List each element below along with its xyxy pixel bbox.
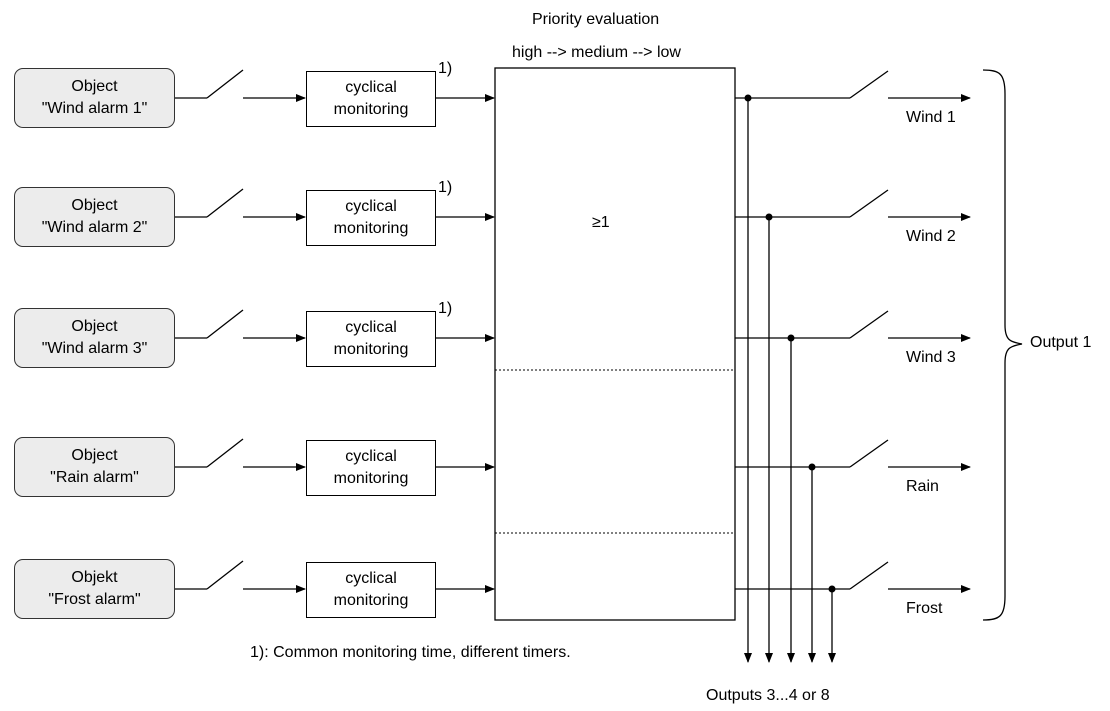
monitor-label-line2: monitoring <box>333 101 409 118</box>
output-switch-contact <box>849 70 889 99</box>
object-box: Object "Wind alarm 1" <box>14 68 175 128</box>
monitor-label-line1: cyclical <box>345 79 397 96</box>
output-switch-contact <box>849 561 889 590</box>
object-box: Objekt "Frost alarm" <box>14 559 175 619</box>
or-gate-label: ≥1 <box>592 214 610 231</box>
cyclical-monitoring-box: cyclical monitoring <box>306 311 436 367</box>
footnote-marker: 1) <box>438 60 453 77</box>
monitor-label-line2: monitoring <box>333 220 409 237</box>
object-label: Object <box>71 78 118 95</box>
object-name: "Frost alarm" <box>48 591 141 608</box>
monitor-label-line2: monitoring <box>333 592 409 609</box>
output-label: Wind 2 <box>906 228 956 245</box>
output-group-label: Output 1 <box>1030 334 1092 351</box>
output-label: Wind 3 <box>906 349 956 366</box>
priority-evaluation-block <box>494 67 736 621</box>
input-switch-contact <box>206 69 244 99</box>
monitor-label-line2: monitoring <box>333 341 409 358</box>
input-switch-contact <box>206 188 244 218</box>
bottom-outputs-label: Outputs 3...4 or 8 <box>706 687 830 704</box>
priority-evaluation-title: Priority evaluation <box>532 11 660 28</box>
cyclical-monitoring-box: cyclical monitoring <box>306 190 436 246</box>
footnote-marker: 1) <box>438 179 453 196</box>
object-box: Object "Wind alarm 3" <box>14 308 175 368</box>
input-switch-contact <box>206 309 244 339</box>
monitor-label-line2: monitoring <box>333 470 409 487</box>
output-label: Wind 1 <box>906 109 956 126</box>
monitor-label-line1: cyclical <box>345 570 397 587</box>
output-group-brace <box>982 69 1023 621</box>
output-switch-contact <box>849 310 889 339</box>
input-switch-contact <box>206 560 244 590</box>
object-box: Object "Rain alarm" <box>14 437 175 497</box>
monitor-label-line1: cyclical <box>345 448 397 465</box>
object-name: "Wind alarm 1" <box>41 100 148 117</box>
footnote-marker: 1) <box>438 300 453 317</box>
output-label: Frost <box>906 600 943 617</box>
monitor-label-line1: cyclical <box>345 198 397 215</box>
object-label: Object <box>71 318 118 335</box>
cyclical-monitoring-box: cyclical monitoring <box>306 71 436 127</box>
cyclical-monitoring-box: cyclical monitoring <box>306 562 436 618</box>
object-label: Objekt <box>71 569 118 586</box>
monitor-label-line1: cyclical <box>345 319 397 336</box>
cyclical-monitoring-box: cyclical monitoring <box>306 440 436 496</box>
object-label: Object <box>71 447 118 464</box>
output-switch-contact <box>849 439 889 468</box>
output-label: Rain <box>906 478 939 495</box>
object-label: Object <box>71 197 118 214</box>
priority-order-label: high --> medium --> low <box>512 44 681 61</box>
footnote: 1): Common monitoring time, different ti… <box>250 644 571 661</box>
object-name: "Wind alarm 2" <box>41 219 148 236</box>
output-switch-contact <box>849 189 889 218</box>
object-box: Object "Wind alarm 2" <box>14 187 175 247</box>
object-name: "Wind alarm 3" <box>41 340 148 357</box>
input-switch-contact <box>206 438 244 468</box>
object-name: "Rain alarm" <box>50 469 139 486</box>
